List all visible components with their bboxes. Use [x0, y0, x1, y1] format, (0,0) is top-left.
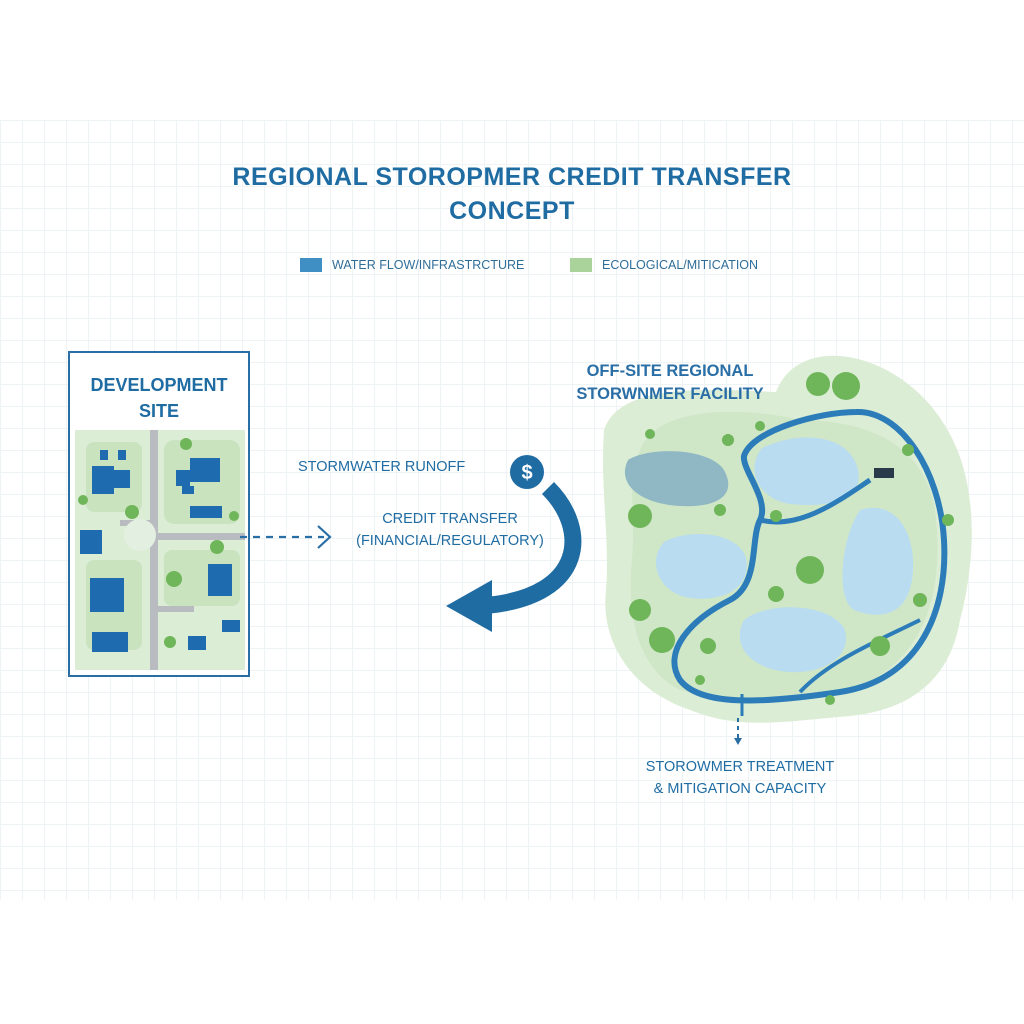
legend-label-ecological: ECOLOGICAL/MITICATION [602, 258, 759, 272]
facility-line-2: STORWNMER FACILITY [576, 385, 764, 403]
site-road-main [150, 430, 158, 670]
facility-line-1: OFF-SITE REGIONAL [586, 362, 754, 380]
regional-facility-map [603, 355, 972, 723]
facility-pond [656, 534, 747, 599]
tree [649, 627, 675, 653]
legend-item-ecological: ECOLOGICAL/MITICATION [570, 258, 758, 272]
runoff-return-arrow [488, 481, 582, 614]
development-site-line-2: SITE [138, 401, 179, 421]
building [112, 470, 130, 488]
tree [755, 421, 765, 431]
credit-transfer-arrowhead [317, 525, 332, 549]
building [90, 578, 124, 612]
tree [628, 504, 652, 528]
development-site-label: DEVELOPMENT SITE [68, 372, 250, 424]
facility-pond [739, 607, 847, 673]
building [190, 506, 222, 518]
tree [210, 540, 224, 554]
title-line-2: CONCEPT [449, 197, 575, 225]
legend-label-water: WATER FLOW/INFRASTRCTURE [332, 258, 525, 272]
tree [180, 438, 192, 450]
page-title: REGIONAL STOROPMER CREDIT TRANSFER CONCE… [0, 160, 1024, 228]
building [100, 450, 108, 460]
runoff-label: STORMWATER RUNOFF [298, 459, 466, 475]
legend-item-water: WATER FLOW/INFRASTRCTURE [300, 258, 524, 272]
tree [164, 636, 176, 648]
tree [832, 372, 860, 400]
development-site-line-1: DEVELOPMENT [90, 375, 228, 395]
tree [770, 510, 782, 522]
tree [902, 444, 914, 456]
site-cul-de-sac [124, 519, 156, 551]
svg-text:$: $ [521, 462, 532, 484]
tree [125, 505, 139, 519]
capacity-line-1: STOROWMER TREATMENT [645, 759, 835, 775]
legend: WATER FLOW/INFRASTRCTURE ECOLOGICAL/MITI… [0, 258, 1024, 280]
tree [714, 504, 726, 516]
building [182, 486, 194, 494]
facility-label: OFF-SITE REGIONAL STORWNMER FACILITY [540, 360, 800, 406]
facility-channel [759, 477, 872, 525]
building [188, 636, 206, 650]
tree [796, 556, 824, 584]
currency-icon: $ [510, 455, 544, 489]
facility-pond [842, 507, 914, 615]
tree [78, 495, 88, 505]
legend-swatch-ecological [570, 258, 592, 272]
capacity-line-2: & MITIGATION CAPACITY [653, 781, 827, 797]
building [190, 458, 220, 482]
site-road-spur [158, 606, 194, 612]
building [208, 564, 232, 596]
facility-channel [671, 408, 948, 704]
credit-transfer-line-2: (FINANCIAL/REGULATORY) [356, 533, 544, 549]
tree [229, 511, 239, 521]
legend-swatch-water [300, 258, 322, 272]
building [92, 632, 128, 652]
capacity-label: STOROWMER TREATMENT & MITIGATION CAPACIT… [620, 756, 860, 800]
monitoring-station-icon [874, 468, 894, 478]
building [222, 620, 240, 632]
capacity-arrowhead [734, 738, 742, 745]
tree [645, 429, 655, 439]
facility-channel [798, 618, 921, 694]
tree [722, 434, 734, 446]
facility-wetland [624, 451, 729, 507]
building [92, 466, 114, 494]
tree [806, 372, 830, 396]
runoff-return-arrowhead [446, 580, 492, 632]
tree [913, 593, 927, 607]
tree [695, 675, 705, 685]
tree [825, 695, 835, 705]
tree [700, 638, 716, 654]
facility-pond [754, 437, 859, 505]
building [118, 450, 126, 460]
tree [629, 599, 651, 621]
credit-transfer-line-1: CREDIT TRANSFER [382, 511, 518, 527]
development-site-map [75, 430, 245, 670]
tree [942, 514, 954, 526]
tree [166, 571, 182, 587]
building [80, 530, 102, 554]
building [176, 470, 190, 486]
site-road-cross [158, 533, 245, 540]
tree [768, 586, 784, 602]
tree [870, 636, 890, 656]
title-line-1: REGIONAL STOROPMER CREDIT TRANSFER [232, 163, 792, 191]
credit-transfer-label: CREDIT TRANSFER (FINANCIAL/REGULATORY) [342, 508, 558, 552]
